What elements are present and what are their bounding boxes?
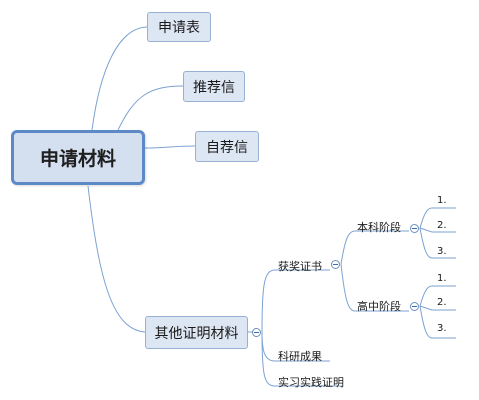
highschool-item-3[interactable]: 3. [437,323,447,334]
link-internship [261,331,342,387]
link-highschool-item-3 [419,305,456,339]
node-application-form[interactable]: 申请表 [147,12,211,42]
node-undergrad-stage[interactable]: 本科阶段 [357,221,401,234]
link-root-other-proof [87,185,146,333]
link-highschool-item-1 [419,285,456,307]
undergrad-item-3[interactable]: 3. [437,246,447,257]
link-undergrad-item-2 [419,227,456,233]
link-undergrad-item-3 [419,227,456,259]
link-root-application-form [91,26,148,131]
highschool-item-2[interactable]: 2. [437,297,447,308]
link-root-self-recommendation [144,145,196,149]
link-root-recommendation [117,85,184,131]
node-recommendation[interactable]: 推荐信 [183,71,245,102]
root-node[interactable]: 申请材料 [11,130,145,185]
collapse-toggle-undergrad[interactable] [410,224,419,233]
link-undergrad-item-1 [419,207,456,229]
node-label: 申请表 [158,20,200,36]
node-awards[interactable]: 获奖证书 [278,260,322,273]
node-other-proof[interactable]: 其他证明材料 [145,316,248,349]
undergrad-item-1[interactable]: 1. [437,195,447,206]
node-label: 自荐信 [206,139,248,156]
root-label: 申请材料 [39,148,116,170]
node-research[interactable]: 科研成果 [278,350,322,363]
link-highschool [340,263,409,312]
node-self-recommendation[interactable]: 自荐信 [195,131,259,162]
node-highschool-stage[interactable]: 高中阶段 [357,300,401,313]
link-highschool-item-2 [419,305,456,311]
link-awards [261,269,330,333]
node-internship[interactable]: 实习实践证明 [278,376,344,389]
node-label: 其他证明材料 [154,325,239,342]
collapse-toggle-awards[interactable] [331,260,340,269]
undergrad-item-2[interactable]: 2. [437,220,447,231]
node-label: 推荐信 [193,79,235,96]
collapse-toggle-highschool[interactable] [410,302,419,311]
link-undergrad [340,230,409,265]
highschool-item-1[interactable]: 1. [437,273,447,284]
collapse-toggle-other-proof[interactable] [252,328,261,337]
